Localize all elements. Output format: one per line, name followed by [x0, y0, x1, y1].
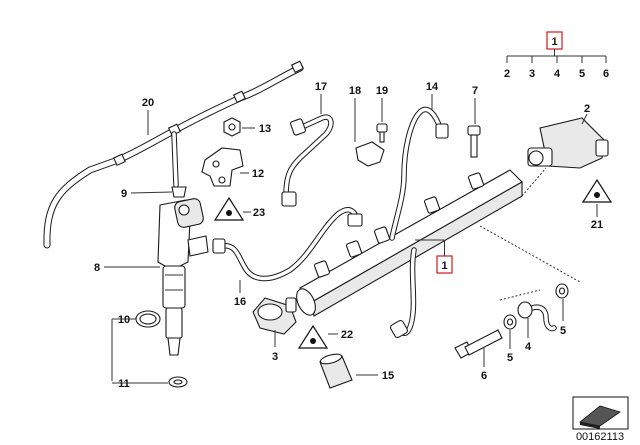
callout-9[interactable]: 9 — [121, 188, 127, 200]
bolt-7: 7 — [467, 85, 481, 158]
callout-6-sub[interactable]: 6 — [603, 68, 609, 80]
callout-10[interactable]: 10 — [118, 314, 130, 326]
fuel-pipe-16: 16 — [212, 207, 363, 308]
callout-23[interactable]: 23 — [253, 207, 265, 219]
callout-8[interactable]: 8 — [94, 262, 100, 274]
callout-2[interactable]: 2 — [584, 103, 590, 115]
warning-symbol-23: 23 — [213, 196, 265, 221]
callout-17[interactable]: 17 — [315, 81, 327, 93]
callout-11[interactable]: 11 — [118, 378, 130, 390]
retaining-clip: 9 — [121, 186, 187, 200]
warning-symbol-21: 21 — [581, 178, 613, 231]
callout-19[interactable]: 19 — [376, 85, 388, 97]
callout-12[interactable]: 12 — [252, 168, 264, 180]
pressure-sensor: 3 — [252, 297, 297, 363]
callout-14[interactable]: 14 — [426, 81, 439, 93]
bolt-6: 6 — [454, 329, 503, 382]
callout-16[interactable]: 16 — [234, 296, 246, 308]
banjo-connector-4: 4 — [517, 301, 557, 353]
callout-20[interactable]: 20 — [142, 97, 154, 109]
callout-5-lower[interactable]: 5 — [507, 352, 513, 364]
bracket-18: 18 — [349, 85, 385, 167]
warning-symbol-22: 22 — [297, 324, 353, 349]
callout-6[interactable]: 6 — [481, 370, 487, 382]
callout-3-sub[interactable]: 3 — [529, 68, 535, 80]
nut-and-bracket: 13 12 — [201, 117, 271, 187]
fuel-pipe-lower — [389, 247, 417, 339]
washer-5-right: 5 — [555, 283, 569, 337]
group-legend: 1 2 3 4 5 6 — [504, 31, 609, 80]
callout-3[interactable]: 3 — [272, 351, 278, 363]
washer-5-left: 5 — [503, 314, 517, 364]
fuel-pipe-17: 17 — [281, 81, 334, 207]
callout-13[interactable]: 13 — [259, 123, 271, 135]
bolt-19: 19 — [376, 85, 388, 143]
leak-off-hose: 20 — [43, 60, 304, 249]
callout-21[interactable]: 21 — [591, 219, 603, 231]
pressure-regulator: 2 — [527, 103, 609, 169]
callout-5-sub[interactable]: 5 — [579, 68, 585, 80]
assembly-guides — [479, 167, 581, 301]
callout-1-group[interactable]: 1 — [551, 36, 557, 48]
fuel-injector: 8 — [94, 198, 209, 356]
callout-15[interactable]: 15 — [382, 370, 394, 382]
callout-4-sub[interactable]: 4 — [554, 68, 561, 80]
fuel-pipe-14: 14 — [389, 81, 449, 241]
callout-7[interactable]: 7 — [472, 85, 478, 97]
sleeve-15: 15 — [319, 353, 394, 389]
callout-4[interactable]: 4 — [525, 341, 532, 353]
callout-22[interactable]: 22 — [341, 329, 353, 341]
callout-2-sub[interactable]: 2 — [504, 68, 510, 80]
callout-18[interactable]: 18 — [349, 85, 361, 97]
callout-5[interactable]: 5 — [560, 325, 566, 337]
catalog-icon: 00162113 — [572, 396, 629, 443]
catalog-number: 00162113 — [576, 431, 624, 443]
injector-seals: 10 11 — [111, 310, 188, 390]
common-rail: 1 — [296, 169, 523, 317]
callout-1-rail[interactable]: 1 — [441, 260, 447, 272]
